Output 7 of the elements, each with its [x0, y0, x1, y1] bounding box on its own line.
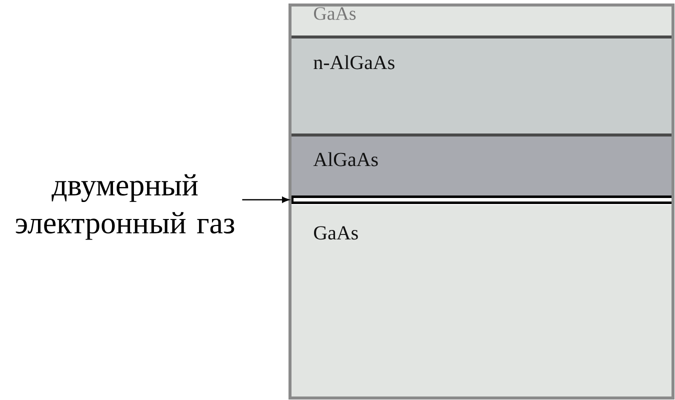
leader-arrow: [242, 196, 290, 203]
electron-gas-layer: [291, 196, 674, 204]
layer-band: AlGaAs: [290, 135, 673, 197]
layer-band: GaAs: [290, 5, 673, 37]
layer-band: n-AlGaAs: [290, 37, 673, 135]
layer-band: GaAs: [290, 205, 673, 398]
annotation-text: двумерный электронный газ: [16, 174, 234, 240]
